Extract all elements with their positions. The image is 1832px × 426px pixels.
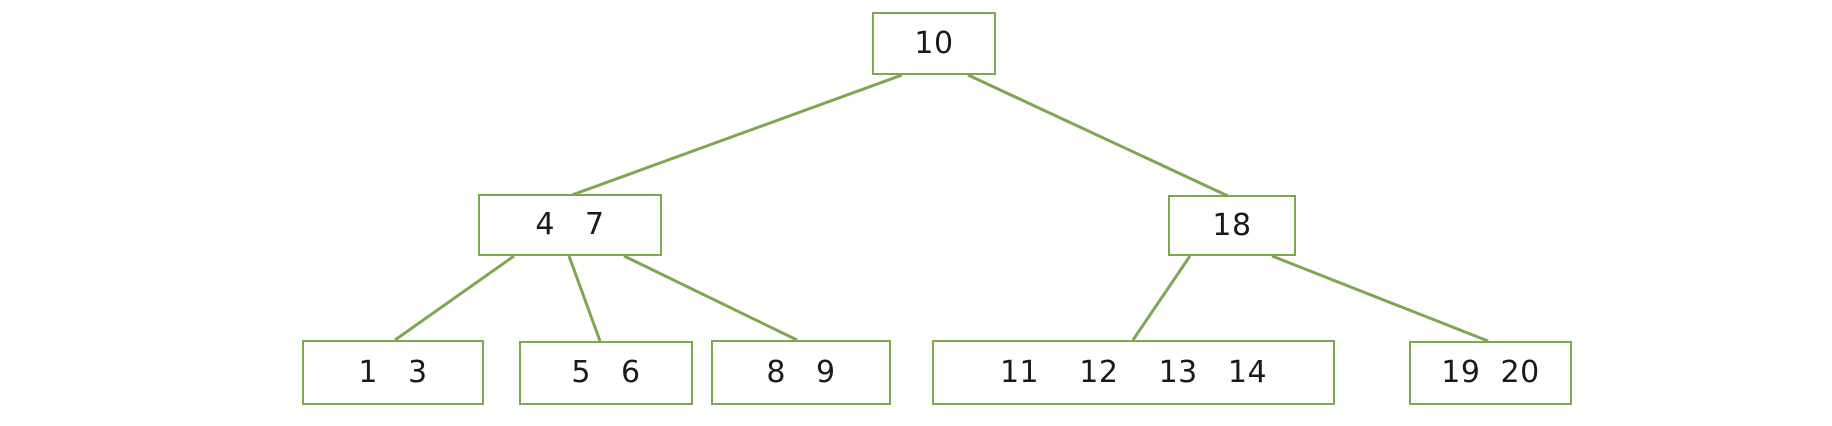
btree-node-leaf-2[interactable]: 5 6 [519, 341, 693, 405]
edge-root-right [967, 73, 1229, 198]
edge-right-leaf5 [1271, 254, 1489, 343]
btree-node-keys: 11 12 13 14 [999, 354, 1268, 390]
btree-node-keys: 8 9 [766, 354, 836, 390]
btree-node-leaf-4[interactable]: 11 12 13 14 [932, 340, 1335, 405]
btree-node-keys: 19 20 [1441, 355, 1540, 390]
btree-node-leaf-5[interactable]: 19 20 [1409, 341, 1572, 405]
edge-right-leaf4 [1131, 255, 1192, 341]
btree-node-internal-left[interactable]: 4 7 [478, 194, 662, 256]
edge-left-leaf2 [567, 255, 602, 342]
edge-left-leaf3 [623, 254, 798, 342]
btree-node-leaf-3[interactable]: 8 9 [711, 340, 891, 405]
edge-left-leaf1 [394, 254, 515, 342]
btree-node-keys: 18 [1212, 207, 1252, 243]
edge-root-left [571, 73, 903, 197]
btree-node-keys: 4 7 [535, 207, 605, 242]
btree-node-internal-right[interactable]: 18 [1168, 195, 1296, 256]
btree-node-root[interactable]: 10 [872, 12, 996, 75]
btree-node-keys: 5 6 [571, 355, 641, 390]
btree-node-leaf-1[interactable]: 1 3 [302, 340, 484, 405]
btree-node-keys: 1 3 [358, 354, 428, 390]
btree-node-keys: 10 [914, 25, 954, 61]
